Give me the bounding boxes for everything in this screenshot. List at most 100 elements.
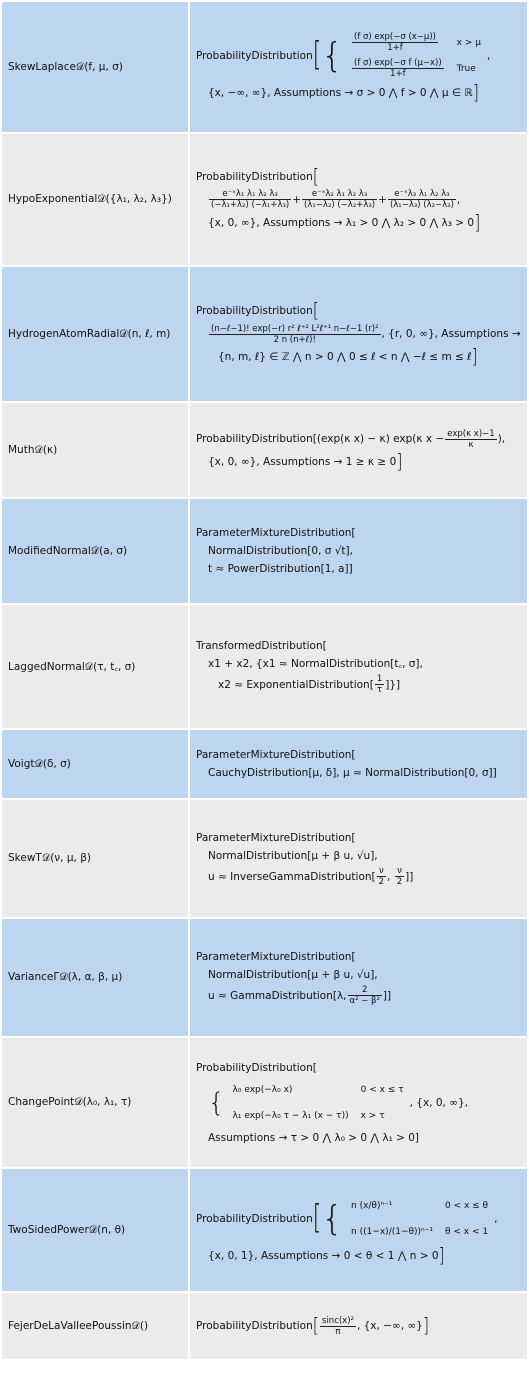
fraction-numerator: ν — [376, 866, 387, 877]
distribution-name: TwoSidedPower𝒟(n, θ) — [2, 1169, 188, 1291]
definition-text: CauchyDistribution[μ, δ], μ ≈ NormalDist… — [208, 767, 497, 779]
definition-text: ProbabilityDistribution[(exp(κ x) − κ) e… — [196, 433, 445, 445]
fraction-numerator: exp(κ x)−1 — [445, 428, 497, 440]
definition-text: , {r, 0, ∞}, Assumptions → — [381, 328, 521, 340]
fraction-denominator: 1+f — [387, 43, 403, 53]
distribution-name: SkewT𝒟(ν, μ, β) — [2, 800, 188, 917]
table-row: TwoSidedPower𝒟(n, θ) ProbabilityDistribu… — [2, 1169, 527, 1291]
distribution-definition: ProbabilityDistribution[{ (f σ) exp(−σ (… — [190, 2, 527, 132]
fraction-denominator: 1+f — [390, 69, 406, 79]
definition-text: ProbabilityDistribution — [196, 1320, 313, 1332]
definition-text: ProbabilityDistribution[ — [196, 1061, 317, 1074]
table-row: VarianceΓ𝒟(λ, α, β, μ) ParameterMixtureD… — [2, 919, 527, 1036]
fraction-numerator: (n−ℓ−1)! exp(−r) r² ℓ⁺² L²ℓ⁺¹ n−ℓ−1 (r)² — [209, 323, 381, 335]
distribution-name: SkewLaplace𝒟(f, μ, σ) — [2, 2, 188, 132]
piecewise-condition: 0 < x ≤ θ — [444, 1201, 489, 1211]
distribution-name: FejerDeLaValleePoussin𝒟() — [2, 1293, 188, 1359]
definition-text: , {x, −∞, ∞} — [356, 1320, 423, 1332]
distribution-definition: ParameterMixtureDistribution[ CauchyDist… — [190, 730, 527, 798]
definition-text: TransformedDistribution[ — [196, 639, 327, 652]
definition-text: ProbabilityDistribution — [196, 1213, 313, 1225]
definition-text: ParameterMixtureDistribution[ — [196, 749, 356, 761]
table-row: LaggedNormal𝒟(τ, t꜀, σ) TransformedDistr… — [2, 605, 527, 728]
definition-text: ProbabilityDistribution — [196, 50, 313, 62]
table-row: ChangePoint𝒟(λ₀, λ₁, τ) ProbabilityDistr… — [2, 1038, 527, 1167]
table-row: Muth𝒟(κ) ProbabilityDistribution[(exp(κ … — [2, 403, 527, 497]
distribution-definition: ProbabilityDistribution[ { λ₀ exp(−λ₀ x)… — [190, 1038, 527, 1167]
fraction-denominator: 2 — [378, 877, 385, 887]
fraction-denominator: (λ₁−λ₂) (−λ₂+λ₃) — [304, 200, 376, 210]
definition-text: u ≈ InverseGammaDistribution[ — [208, 870, 376, 883]
fraction-numerator: 2 — [347, 985, 382, 996]
distribution-name: ModifiedNormal𝒟(a, σ) — [2, 499, 188, 603]
definition-text: {n, m, ℓ} ∈ ℤ ⋀ n > 0 ⋀ 0 ≤ ℓ < n ⋀ −ℓ ≤… — [218, 351, 472, 363]
fraction-numerator: e⁻ˣλ₁ λ₁ λ₂ λ₃ — [209, 189, 292, 200]
definition-text: NormalDistribution[0, σ √t], — [208, 545, 353, 557]
distribution-definition: TransformedDistribution[ x1 + x2, {x1 ≈ … — [190, 605, 527, 728]
piecewise-value: n (x/θ)ⁿ⁻¹ — [351, 1201, 393, 1211]
table-row: Voigt𝒟(δ, σ) ParameterMixtureDistributio… — [2, 730, 527, 798]
fraction-denominator: 2 — [396, 877, 403, 887]
fraction-denominator: (−λ₁+λ₂) (−λ₁+λ₃) — [211, 200, 290, 210]
distribution-definition: ProbabilityDistribution[ (n−ℓ−1)! exp(−r… — [190, 267, 527, 401]
table-row: SkewT𝒟(ν, μ, β) ParameterMixtureDistribu… — [2, 800, 527, 917]
piecewise-condition: x > τ — [360, 1110, 385, 1121]
distribution-definition: ParameterMixtureDistribution[ NormalDist… — [190, 800, 527, 917]
fraction-numerator: sinc(x)² — [320, 1315, 356, 1327]
fraction-denominator: τ — [376, 685, 383, 695]
piecewise-condition: θ < x < 1 — [444, 1227, 489, 1237]
distribution-name: Muth𝒟(κ) — [2, 403, 188, 497]
fraction-denominator: (λ₁−λ₃) (λ₂−λ₃) — [389, 200, 454, 210]
distribution-name: ChangePoint𝒟(λ₀, λ₁, τ) — [2, 1038, 188, 1167]
distribution-name: Voigt𝒟(δ, σ) — [2, 730, 188, 798]
definition-text: Assumptions → τ > 0 ⋀ λ₀ > 0 ⋀ λ₁ > 0] — [208, 1131, 420, 1144]
piecewise-value: λ₁ exp(−λ₀ τ − λ₁ (x − τ)) — [232, 1110, 349, 1121]
piecewise-condition: x > μ — [456, 38, 481, 48]
table-row: FejerDeLaValleePoussin𝒟() ProbabilityDis… — [2, 1293, 527, 1359]
table-row: HypoExponential𝒟({λ₁, λ₂, λ₃}) Probabili… — [2, 134, 527, 265]
definition-text: {x, 0, ∞}, Assumptions → λ₁ > 0 ⋀ λ₂ > 0… — [208, 216, 475, 229]
definition-text: , {x, 0, ∞}, — [409, 1096, 468, 1109]
distribution-name: HypoExponential𝒟({λ₁, λ₂, λ₃}) — [2, 134, 188, 265]
definition-text: ]] — [405, 870, 414, 883]
piecewise-value: n ((1−x)/(1−θ))ⁿ⁻¹ — [351, 1227, 433, 1237]
fraction-denominator: κ — [468, 439, 474, 450]
distribution-definition: ProbabilityDistribution[ e⁻ˣλ₁ λ₁ λ₂ λ₃(… — [190, 134, 527, 265]
fraction-numerator: ν — [394, 866, 405, 877]
distribution-definition: ParameterMixtureDistribution[ NormalDist… — [190, 499, 527, 603]
definition-text: u ≈ GammaDistribution[λ, — [208, 989, 347, 1002]
definition-text: x2 ≈ ExponentialDistribution[ — [218, 678, 374, 691]
distribution-name: LaggedNormal𝒟(τ, t꜀, σ) — [2, 605, 188, 728]
piecewise-value: λ₀ exp(−λ₀ x) — [232, 1084, 293, 1095]
definition-text: t ≈ PowerDistribution[1, a]] — [208, 563, 353, 575]
table-row: HydrogenAtomRadial𝒟(n, ℓ, m) Probability… — [2, 267, 527, 401]
fraction-denominator: α² − β² — [349, 996, 380, 1006]
definition-text: {x, 0, 1}, Assumptions → 0 < θ < 1 ⋀ n >… — [208, 1250, 439, 1262]
distribution-definition: ParameterMixtureDistribution[ NormalDist… — [190, 919, 527, 1036]
distribution-name: HydrogenAtomRadial𝒟(n, ℓ, m) — [2, 267, 188, 401]
definition-text: ]}] — [385, 678, 401, 691]
piecewise-condition: 0 < x ≤ τ — [360, 1084, 404, 1095]
definition-text: ProbabilityDistribution — [196, 305, 313, 317]
fraction-numerator: 1 — [374, 674, 385, 685]
definition-text: ProbabilityDistribution — [196, 170, 313, 183]
fraction-numerator: (f σ) exp(−σ (x−μ)) — [352, 32, 438, 43]
definition-text: ), — [497, 433, 506, 445]
definition-text: NormalDistribution[μ + β u, √u], — [208, 968, 378, 981]
fraction-denominator: π — [335, 1326, 341, 1337]
distribution-definition: ProbabilityDistribution[(exp(κ x) − κ) e… — [190, 403, 527, 497]
definition-text: ParameterMixtureDistribution[ — [196, 527, 356, 539]
definition-text: {x, 0, ∞}, Assumptions → 1 ≥ κ ≥ 0 — [208, 456, 397, 468]
table-row: SkewLaplace𝒟(f, μ, σ) ProbabilityDistrib… — [2, 2, 527, 132]
definition-text: ]] — [382, 989, 392, 1002]
distribution-name: VarianceΓ𝒟(λ, α, β, μ) — [2, 919, 188, 1036]
definition-text: ParameterMixtureDistribution[ — [196, 831, 356, 844]
definition-text: ParameterMixtureDistribution[ — [196, 950, 356, 963]
definition-text: NormalDistribution[μ + β u, √u], — [208, 849, 378, 862]
fraction-denominator: 2 n (n+ℓ)! — [273, 334, 316, 345]
definition-text: {x, −∞, ∞}, Assumptions → σ > 0 ⋀ f > 0 … — [208, 87, 473, 99]
fraction-numerator: (f σ) exp(−σ f (μ−x)) — [352, 58, 444, 69]
distribution-table: SkewLaplace𝒟(f, μ, σ) ProbabilityDistrib… — [2, 2, 527, 1359]
